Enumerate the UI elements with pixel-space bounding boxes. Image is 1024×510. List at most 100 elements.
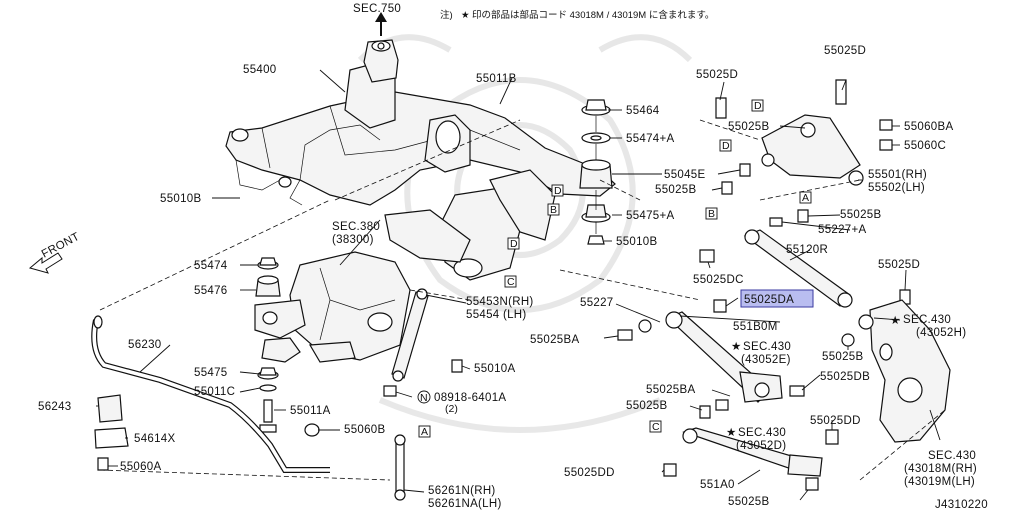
star-marks: ★ ★ ★ ★ [461,10,901,439]
n-circle-letter: N [420,392,428,404]
label-55025DD-b: 55025DD [564,467,615,479]
stabilizer-bushing [94,394,129,471]
bolt-small [383,359,463,397]
label-55025B-e: 55025B [626,400,667,412]
ref-letter: A [802,192,809,204]
label-sec380: SEC.380 [332,221,380,233]
label-sec430-d-lh: (43019M(LH) [904,476,975,488]
label-55025B-b: 55025B [728,121,769,133]
rear-knuckle [841,299,951,443]
label-sec380-sub: (38300) [332,234,374,246]
label-sec430-a: SEC.430 [743,341,791,353]
label-54614X: 54614X [134,433,175,445]
label-55453N: 55453N(RH) [466,296,534,308]
label-55025DB: 55025DB [820,371,870,383]
ref-letter-boxes [418,99,812,438]
ref-box-c2 [649,420,662,433]
label-55025DC: 55025DC [693,274,744,286]
label-55475A: 55475+A [626,210,674,222]
ref-letter: D [510,238,518,250]
label-55474A: 55474+A [626,133,674,145]
ref-box-b1 [547,203,560,216]
ref-box-b2 [705,207,718,220]
label-55060A: 55060A [120,461,161,473]
n-circle-icon [417,390,431,404]
ref-box-a2 [418,425,431,438]
label-55060BA: 55060BA [904,121,953,133]
label-56261NA: 56261NA(LH) [428,498,502,510]
label-55025DA: 55025DA [744,294,794,306]
label-55025BA-b: 55025BA [646,384,695,396]
rod-55120R [699,209,911,308]
stabilizer-bar [91,315,330,473]
star-mark: ★ [731,341,742,353]
ref-letter: B [708,208,715,220]
star-mark: ★ [890,315,901,327]
diagram-id: J4310220 [935,499,988,510]
label-sec750: SEC.750 [353,3,401,15]
label-55476: 55476 [194,285,227,297]
ref-box-a1 [799,191,812,204]
mount-stack-left [255,257,281,433]
highlighted-part-box [740,289,814,308]
label-55025D-a: 55025D [696,69,738,81]
label-551A0: 551A0 [700,479,735,491]
label-55010B-a: 55010B [616,236,657,248]
label-55025D-b: 55025D [824,45,866,57]
leader-lines [96,69,941,501]
ref-letter: D [754,100,762,112]
label-55011B: 55011B [476,73,517,85]
label-55025B-c: 55025B [840,209,881,221]
label-55502: 55502(LH) [868,182,925,194]
lower-link-551B0M [617,299,805,419]
label-55025DD-a: 55025DD [810,415,861,427]
ref-letter: C [652,421,660,433]
stabilizer-link [304,423,406,501]
label-551B0M: 551B0M [733,321,778,333]
star-mark: ★ [726,427,737,439]
front-arrow-icon [28,252,63,274]
upper-link-55501 [715,79,893,195]
label-sec430-c: SEC.430 [738,427,786,439]
label-55501: 55501(RH) [868,169,927,181]
label-08918-qty: (2) [445,403,458,415]
mount-stack-right [579,99,613,245]
label-55025B-d: 55025B [822,351,863,363]
ref-box-d3 [751,99,764,112]
label-55227: 55227 [580,297,613,309]
ref-letter: A [421,426,428,438]
label-55025B-f: 55025B [728,496,769,508]
lateral-link-55453 [391,288,429,382]
label-56230: 56230 [128,339,161,351]
note-text: 印の部品は部品コード 43018M / 43019M に含まれます。 [472,9,714,21]
label-55045E: 55045E [664,169,705,181]
label-55025BA-a: 55025BA [530,334,579,346]
label-55474: 55474 [194,260,228,272]
label-55060C: 55060C [904,140,946,152]
label-sec430-c-sub: (43052D) [736,440,786,452]
label-08918: 08918-6401A [434,392,506,404]
label-sec430-d-rh: (43018M(RH) [904,463,977,475]
label-front: FRONT [40,231,82,261]
ref-letter: B [550,204,557,216]
differential-assembly [254,251,411,363]
label-sec430-a-sub: (43052E) [741,354,791,366]
subframe-mount-top [363,39,399,83]
label-55011A: 55011A [290,405,331,417]
label-55400: 55400 [243,64,276,76]
label-55454: 55454 (LH) [466,309,527,321]
ref-box-d4 [719,139,732,152]
label-sec430-b: SEC.430 [903,314,951,326]
labels: 注) 印の部品は部品コード 43018M / 43019M に含まれます。 SE… [38,3,988,510]
label-55010B-b: 55010B [160,193,201,205]
label-55464: 55464 [626,105,660,117]
note-star-mark: ★ [461,10,470,21]
lower-link-551A0 [663,427,839,491]
label-sec430-b-sub: (43052H) [916,327,966,339]
label-55025D-c: 55025D [878,259,920,271]
label-55025B-a: 55025B [655,184,696,196]
reference-lines [99,119,946,481]
label-56261N: 56261N(RH) [428,485,496,497]
